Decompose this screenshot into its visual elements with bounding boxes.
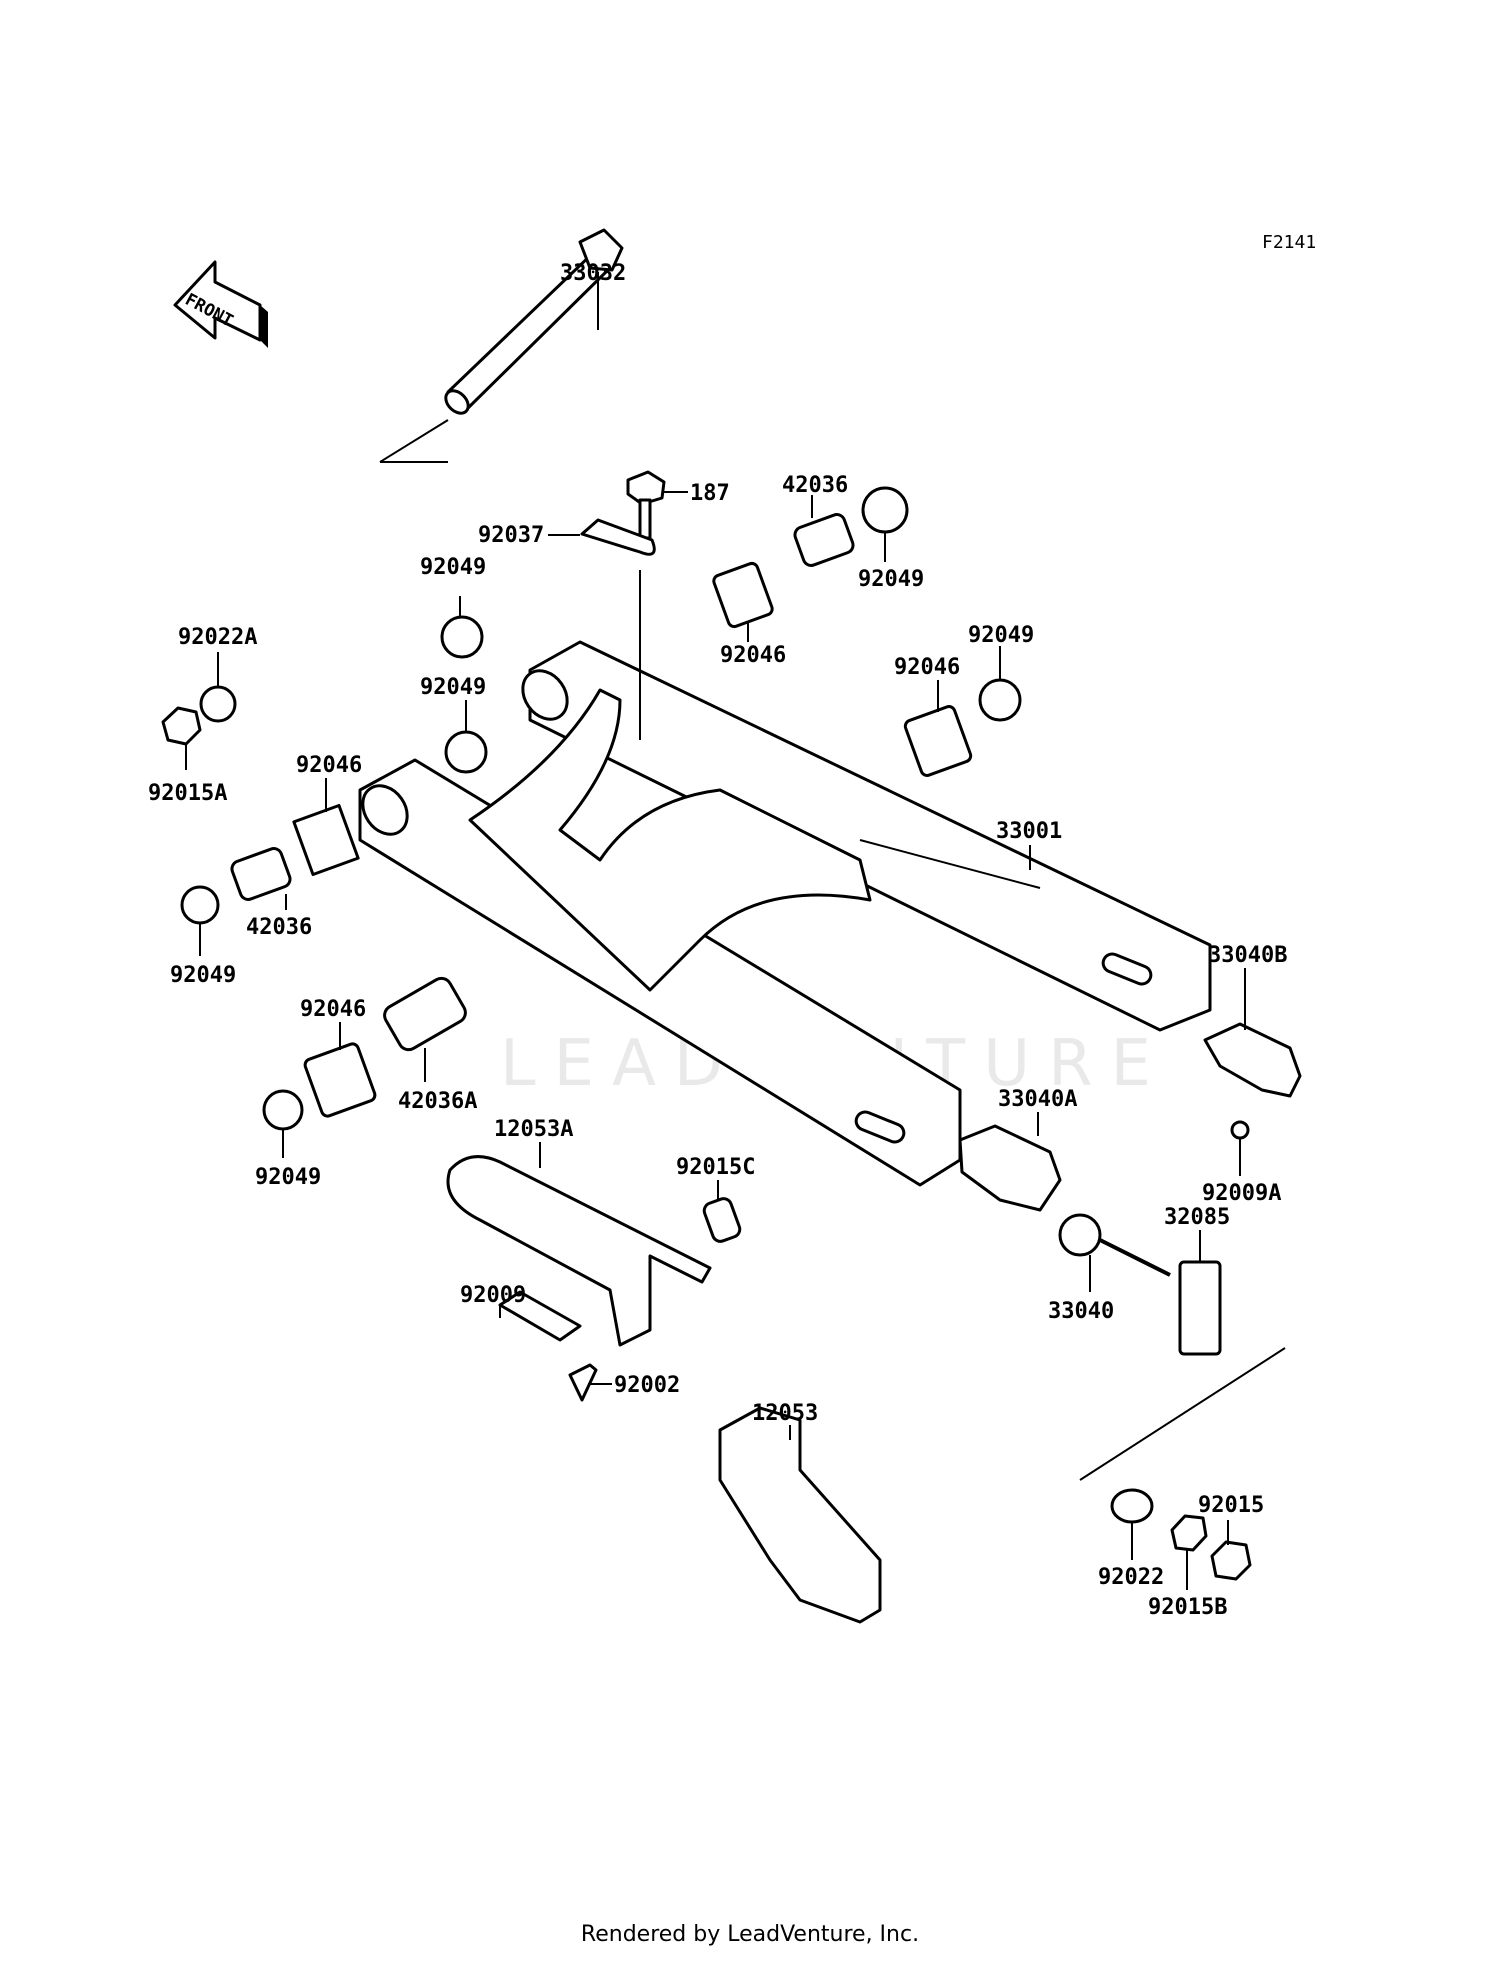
callout-92022: 92022 xyxy=(1098,1565,1164,1590)
callout-12053: 12053 xyxy=(752,1401,818,1426)
callout-labels: 33032 187 92037 42036 92049 92049 92046 … xyxy=(148,261,1287,1620)
seal-92049-low xyxy=(262,1089,304,1131)
screw-92002 xyxy=(568,1363,598,1402)
callout-42036-left: 42036 xyxy=(246,915,312,940)
callout-92049-low: 92049 xyxy=(255,1165,321,1190)
screw-92009 xyxy=(498,1290,582,1342)
collar-42036-top xyxy=(793,513,855,567)
seal-92049-top-right xyxy=(861,486,909,534)
callout-92015: 92015 xyxy=(1198,1493,1264,1518)
seal-92049-right xyxy=(978,678,1022,722)
front-arrow-icon: FRONT xyxy=(173,260,268,348)
leader-lines xyxy=(185,272,1246,1590)
callout-92049-right: 92049 xyxy=(968,623,1034,648)
callout-42036-top: 42036 xyxy=(782,473,848,498)
nut-92015 xyxy=(1210,1540,1252,1581)
seal-92049-upper xyxy=(440,615,484,659)
adjuster-33040A xyxy=(958,1124,1062,1212)
bolt-187 xyxy=(626,470,666,506)
callout-92049-mid: 92049 xyxy=(420,675,486,700)
callout-92015C: 92015C xyxy=(676,1155,755,1180)
callout-92037: 92037 xyxy=(478,523,544,548)
nut-92015A xyxy=(161,706,202,746)
callout-33040A: 33040A xyxy=(998,1087,1077,1112)
collar-42036-left xyxy=(230,847,292,901)
callout-92022A: 92022A xyxy=(178,625,257,650)
callout-92009A: 92009A xyxy=(1202,1181,1281,1206)
callout-12053A: 12053A xyxy=(494,1117,573,1142)
callout-92049-upper: 92049 xyxy=(420,555,486,580)
nut-92015B xyxy=(1170,1514,1208,1552)
callout-92049-top-right: 92049 xyxy=(858,567,924,592)
adjuster-33040B xyxy=(1203,1022,1302,1098)
callout-33032: 33032 xyxy=(560,261,626,286)
callout-33040B: 33040B xyxy=(1208,943,1287,968)
washer-92022A xyxy=(199,685,237,723)
callout-92015A: 92015A xyxy=(148,781,227,806)
needle-bearing-92046-upper xyxy=(712,561,774,629)
figure-code: F2141 xyxy=(1262,232,1316,253)
needle-bearing-92046-left xyxy=(292,803,360,877)
callout-92049-left: 92049 xyxy=(170,963,236,988)
clamp-92037 xyxy=(580,518,656,556)
callout-92046-low: 92046 xyxy=(300,997,366,1022)
callout-92002: 92002 xyxy=(614,1373,680,1398)
callout-92046-right: 92046 xyxy=(894,655,960,680)
callout-92015B: 92015B xyxy=(1148,1595,1227,1620)
callout-42036A: 42036A xyxy=(398,1089,477,1114)
chain-guide-12053A xyxy=(446,1155,712,1402)
seal-92049-left xyxy=(180,885,220,925)
needle-bearing-92046-right xyxy=(903,705,973,777)
callout-92009: 92009 xyxy=(460,1283,526,1308)
seal-92049-mid xyxy=(444,730,488,774)
callout-32085: 32085 xyxy=(1164,1205,1230,1230)
bushing-parts xyxy=(161,486,1022,1243)
bolt-92009A xyxy=(1230,1120,1250,1140)
footer-credit: Rendered by LeadVenture, Inc. xyxy=(580,1922,920,1947)
chain-slider-12053 xyxy=(718,1406,882,1624)
chain-adjusters xyxy=(958,1022,1302,1356)
rear-fasteners xyxy=(1079,1347,1286,1581)
callout-187: 187 xyxy=(690,481,730,506)
collar-92015C xyxy=(702,1197,742,1243)
callout-92046-left: 92046 xyxy=(296,753,362,778)
needle-bearing-92046-low xyxy=(303,1042,377,1118)
callout-92046-upper: 92046 xyxy=(720,643,786,668)
swingarm xyxy=(358,570,1212,1187)
chain-adjuster-block-32085 xyxy=(1178,1260,1222,1356)
callout-33040: 33040 xyxy=(1048,1299,1114,1324)
adjuster-plate-33040 xyxy=(1058,1213,1102,1257)
swingarm-pivot-shaft xyxy=(379,228,624,463)
collar-42036A xyxy=(383,976,467,1052)
washer-92022 xyxy=(1110,1488,1154,1524)
callout-33001: 33001 xyxy=(996,819,1062,844)
bolt-and-clamp xyxy=(580,470,666,556)
